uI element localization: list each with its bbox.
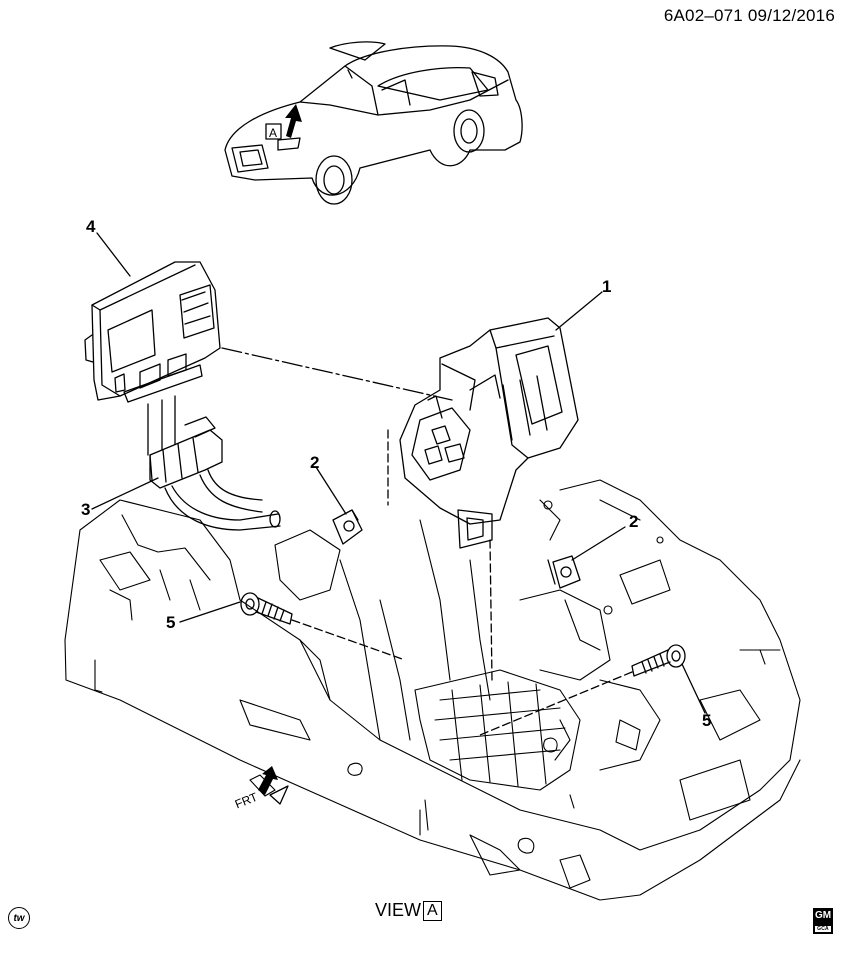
leader-line-3 — [91, 477, 159, 510]
vehicle-body-structure — [64, 479, 801, 901]
gm-logo-subtext: GCA — [815, 926, 831, 932]
leader-line-5-right — [681, 663, 706, 714]
leader-line-5-left — [179, 601, 241, 623]
clip-nut-part2-left — [332, 509, 363, 545]
leader-line-1 — [555, 291, 603, 331]
gm-logo-text: GM — [814, 910, 832, 921]
bolt-axis-left — [291, 619, 406, 661]
gm-logo: GM GCA — [813, 908, 833, 934]
vehicle-thumbnail — [224, 41, 523, 205]
bolt-part5-left — [240, 592, 293, 625]
callout-5-right: 5 — [702, 711, 711, 730]
bolt-axis-right — [479, 671, 633, 736]
mounting-bracket-part1 — [387, 317, 579, 681]
view-text: VIEW — [375, 900, 422, 920]
view-label: VIEW A — [375, 900, 442, 921]
diagram-code: 6A02–071 — [663, 6, 743, 25]
alignment-line — [221, 347, 453, 401]
callout-4: 4 — [86, 217, 96, 236]
leader-line-4 — [96, 232, 131, 277]
view-letter-box: A — [423, 900, 442, 921]
callout-5-left: 5 — [166, 613, 175, 632]
leader-line-2-right — [571, 526, 626, 561]
tw-logo: tw — [8, 907, 30, 929]
diagram-header: 6A02–071 09/12/2016 — [664, 6, 835, 26]
car-view-marker: A — [269, 126, 277, 140]
callout-2-right: 2 — [629, 512, 638, 531]
front-direction-arrow — [258, 766, 289, 805]
control-module-part4 — [84, 261, 221, 403]
wiring-harness-part3 — [147, 395, 281, 531]
callout-3: 3 — [81, 500, 90, 519]
callout-2-left: 2 — [310, 453, 319, 472]
clip-nut-part2-right — [547, 555, 581, 589]
callout-1: 1 — [602, 277, 611, 296]
front-label: FRT — [233, 790, 260, 812]
diagram-date: 09/12/2016 — [747, 6, 835, 25]
leader-line-2-left — [315, 466, 347, 515]
bolt-part5-right — [631, 644, 686, 677]
